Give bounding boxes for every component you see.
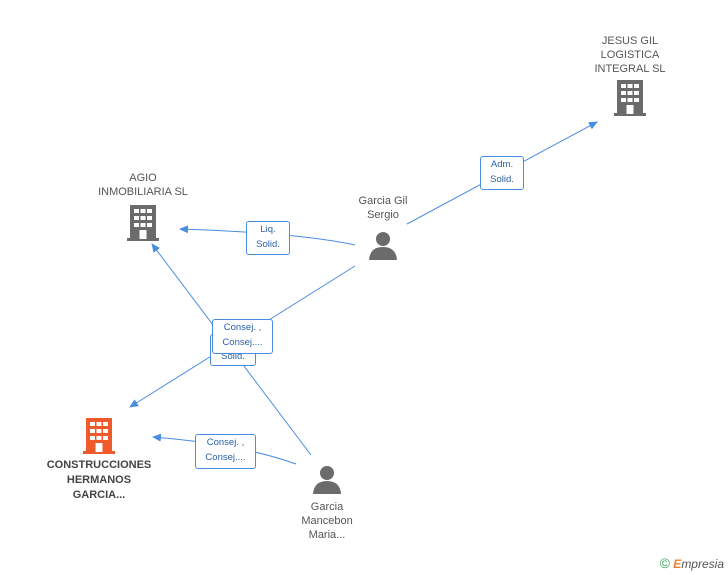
brand-e: E	[673, 557, 682, 571]
relation-badge-adm-solid[interactable]: Adm. Solid.	[480, 156, 524, 190]
label-line: LOGISTICA	[600, 49, 660, 61]
node-jesus-gil-logistica-label: JESUS GIL LOGISTICA INTEGRAL SL	[580, 34, 680, 76]
relation-badge-consej-top[interactable]: Consej. , Consej....	[212, 319, 273, 354]
label-line: Garcia Gil	[358, 195, 408, 207]
brand-rest: mpresia	[681, 557, 724, 571]
label-line: HERMANOS	[66, 474, 132, 486]
node-garcia-gil-sergio[interactable]: Garcia Gil Sergio	[343, 194, 423, 260]
badge-line: Consej....	[222, 337, 263, 348]
badge-line: Solid.	[256, 239, 280, 250]
node-garcia-mancebon-maria[interactable]: Garcia Mancebon Maria...	[287, 464, 367, 542]
badge-line: Adm.	[490, 159, 514, 170]
node-agio-inmobiliaria-label: AGIO INMOBILIARIA SL	[88, 171, 198, 199]
label-line: CONSTRUCCIONES	[46, 459, 152, 471]
label-line: Mancebon	[301, 515, 353, 527]
building-icon	[83, 418, 115, 454]
badge-line: Liq.	[260, 224, 276, 235]
node-garcia-gil-sergio-label: Garcia Gil Sergio	[343, 194, 423, 222]
label-line: Sergio	[367, 209, 399, 221]
building-icon	[127, 205, 159, 241]
node-jesus-gil-logistica[interactable]: JESUS GIL LOGISTICA INTEGRAL SL	[580, 34, 680, 116]
node-construcciones-label: CONSTRUCCIONES HERMANOS GARCIA...	[38, 458, 160, 503]
label-line: AGIO	[129, 172, 157, 184]
node-agio-inmobiliaria[interactable]: AGIO INMOBILIARIA SL	[88, 171, 198, 241]
label-line: INMOBILIARIA SL	[98, 186, 188, 198]
copyright-symbol: ©	[659, 555, 670, 571]
badge-line: Solid.	[490, 174, 514, 185]
node-garcia-mancebon-label: Garcia Mancebon Maria...	[287, 500, 367, 542]
relation-badge-consej-bottom[interactable]: Consej. , Consej....	[195, 434, 256, 469]
building-icon	[614, 80, 646, 116]
label-line: GARCIA...	[72, 489, 126, 501]
node-construcciones-hermanos-garcia[interactable]: CONSTRUCCIONES HERMANOS GARCIA...	[38, 418, 160, 503]
person-icon	[313, 466, 341, 494]
empresia-logo: © Empresia	[660, 555, 724, 571]
label-line: Garcia	[310, 501, 344, 513]
badge-line: Consej....	[205, 452, 246, 463]
badge-line: Consej. ,	[206, 437, 245, 448]
label-line: Maria...	[308, 529, 346, 541]
badge-line: Solid.	[221, 351, 245, 362]
person-icon	[369, 232, 397, 260]
relation-badge-liq-solid[interactable]: Liq. Solid.	[246, 221, 290, 255]
label-line: JESUS GIL	[601, 35, 659, 47]
badge-line: Consej. ,	[223, 322, 262, 333]
label-line: INTEGRAL SL	[594, 63, 666, 75]
